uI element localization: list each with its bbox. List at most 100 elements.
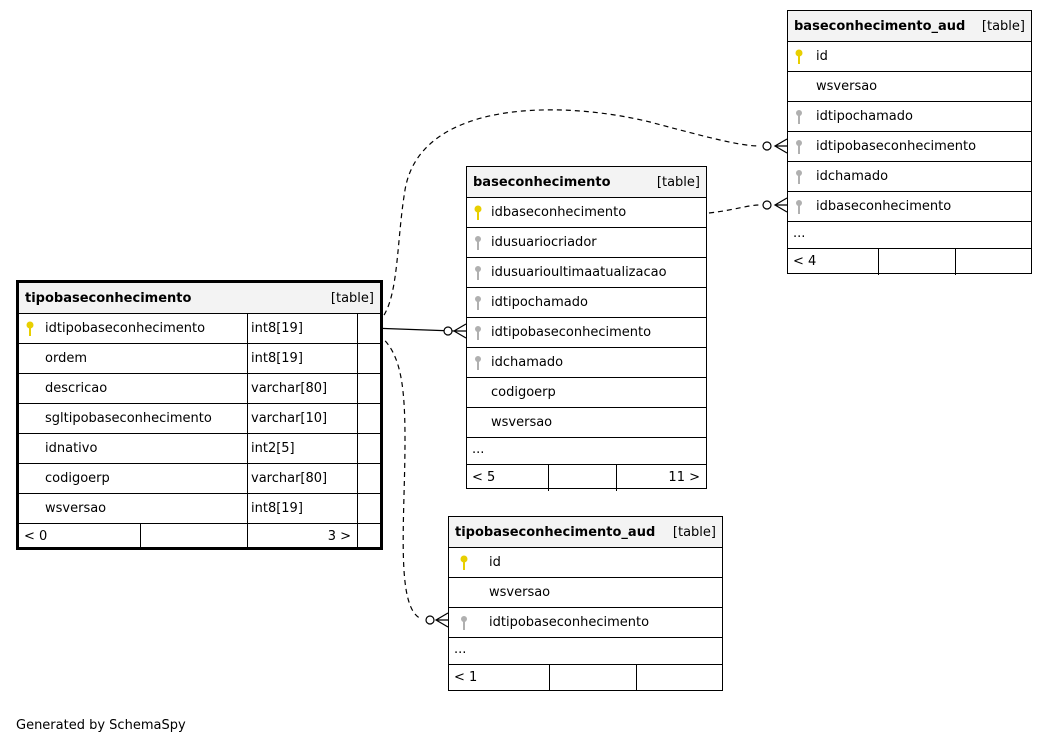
generated-by-label: Generated by SchemaSpy <box>16 718 186 733</box>
column-name: idtipobaseconhecimento <box>45 321 206 336</box>
column-name: wsversao <box>816 79 878 94</box>
column-name: id <box>489 555 501 570</box>
column-name: idtipochamado <box>816 109 913 124</box>
children-count[interactable]: 11 > <box>616 465 706 491</box>
more-columns: ... <box>449 638 722 665</box>
column-type: int8[19] <box>247 344 357 373</box>
foreign-key-icon <box>459 615 469 631</box>
children-count <box>955 249 1031 275</box>
crowfoot-icon <box>773 138 788 154</box>
table-tipobaseconhecimento[interactable]: tipobaseconhecimento [table] idtipobasec… <box>16 280 383 550</box>
table-row[interactable]: idnativo int2[5] <box>19 434 380 464</box>
column-divider <box>357 344 358 373</box>
column-type: int2[5] <box>247 434 357 463</box>
table-row[interactable]: idtipobaseconhecimento <box>449 608 722 638</box>
table-row[interactable]: codigoerp <box>467 378 706 408</box>
table-row[interactable]: wsversao <box>467 408 706 438</box>
column-name: idchamado <box>816 169 889 184</box>
fk-line-baseconhecimento-aud-tipo <box>370 109 761 328</box>
parents-count[interactable]: < 1 <box>454 670 478 685</box>
column-name: wsversao <box>45 501 107 516</box>
table-row[interactable]: ordem int8[19] <box>19 344 380 374</box>
fk-line-tipobaseconhecimento-aud <box>370 329 423 620</box>
fk-line-baseconhecimento-aud-base <box>708 204 761 214</box>
table-row[interactable]: wsversao int8[19] <box>19 494 380 524</box>
table-name: tipobaseconhecimento <box>25 291 192 306</box>
fk-end-circle <box>425 615 435 625</box>
table-footer: < 0 3 > <box>19 524 380 550</box>
table-tag: [table] <box>672 525 716 540</box>
column-name: codigoerp <box>491 385 556 400</box>
table-row[interactable]: wsversao <box>449 578 722 608</box>
table-row[interactable]: idtipobaseconhecimento <box>467 318 706 348</box>
column-name: idtipochamado <box>491 295 588 310</box>
more-columns: ... <box>788 222 1031 249</box>
children-count[interactable]: 3 > <box>247 524 357 550</box>
table-row[interactable]: idtipochamado <box>467 288 706 318</box>
foreign-key-icon <box>794 199 804 215</box>
foreign-key-icon <box>473 355 483 371</box>
table-footer: < 4 <box>788 249 1031 275</box>
table-row[interactable]: idtipochamado <box>788 102 1031 132</box>
foreign-key-icon <box>473 235 483 251</box>
table-row[interactable]: wsversao <box>788 72 1031 102</box>
table-row[interactable]: idbaseconhecimento <box>788 192 1031 222</box>
primary-key-icon <box>459 555 469 571</box>
parents-count[interactable]: < 0 <box>24 529 48 544</box>
crowfoot-icon <box>452 323 467 339</box>
primary-key-icon <box>473 205 483 221</box>
column-name: idusuarioultimaatualizacao <box>491 265 667 280</box>
column-name: idbaseconhecimento <box>491 205 627 220</box>
column-divider <box>357 434 358 463</box>
column-type: varchar[80] <box>247 464 357 493</box>
table-row[interactable]: idusuarioultimaatualizacao <box>467 258 706 288</box>
table-tag: [table] <box>981 19 1025 34</box>
table-row[interactable]: idtipobaseconhecimento int8[19] <box>19 314 380 344</box>
table-name: baseconhecimento_aud <box>794 19 966 34</box>
column-name: idtipobaseconhecimento <box>489 615 650 630</box>
table-footer: < 5 11 > <box>467 465 706 491</box>
table-tag: [table] <box>330 291 374 306</box>
table-tipobaseconhecimento-aud[interactable]: tipobaseconhecimento_aud [table] id wsve… <box>448 516 723 691</box>
table-header: baseconhecimento [table] <box>467 167 706 198</box>
fk-end-circle <box>762 200 772 210</box>
fk-end-circle <box>762 141 772 151</box>
table-baseconhecimento[interactable]: baseconhecimento [table] idbaseconhecime… <box>466 166 707 491</box>
table-row[interactable]: idbaseconhecimento <box>467 198 706 228</box>
footer-mid <box>549 665 636 691</box>
more-columns: ... <box>467 438 706 465</box>
table-tag: [table] <box>656 175 700 190</box>
column-name: idbaseconhecimento <box>816 199 952 214</box>
column-name: ordem <box>45 351 87 366</box>
column-divider <box>357 374 358 403</box>
foreign-key-icon <box>473 295 483 311</box>
column-name: idtipobaseconhecimento <box>491 325 652 340</box>
foreign-key-icon <box>794 169 804 185</box>
footer-mid <box>140 524 247 550</box>
column-name: wsversao <box>489 585 551 600</box>
table-row[interactable]: idchamado <box>788 162 1031 192</box>
parents-count[interactable]: < 4 <box>793 254 817 269</box>
table-row[interactable]: sgltipobaseconhecimento varchar[10] <box>19 404 380 434</box>
table-footer: < 1 <box>449 665 722 691</box>
column-name: descricao <box>45 381 108 396</box>
table-row[interactable]: id <box>449 548 722 578</box>
children-count <box>636 665 722 691</box>
crowfoot-icon <box>434 612 449 628</box>
column-type: varchar[80] <box>247 374 357 403</box>
column-name: idchamado <box>491 355 564 370</box>
table-row[interactable]: codigoerp varchar[80] <box>19 464 380 494</box>
table-row[interactable]: id <box>788 42 1031 72</box>
column-name: idnativo <box>45 441 98 456</box>
table-baseconhecimento-aud[interactable]: baseconhecimento_aud [table] id wsversao… <box>787 10 1032 275</box>
table-row[interactable]: idusuariocriador <box>467 228 706 258</box>
crowfoot-icon <box>773 197 788 213</box>
table-row[interactable]: idchamado <box>467 348 706 378</box>
column-name: wsversao <box>491 415 553 430</box>
column-divider <box>357 464 358 493</box>
table-row[interactable]: descricao varchar[80] <box>19 374 380 404</box>
column-name: id <box>816 49 828 64</box>
parents-count[interactable]: < 5 <box>472 470 496 485</box>
table-row[interactable]: idtipobaseconhecimento <box>788 132 1031 162</box>
table-header: baseconhecimento_aud [table] <box>788 11 1031 42</box>
